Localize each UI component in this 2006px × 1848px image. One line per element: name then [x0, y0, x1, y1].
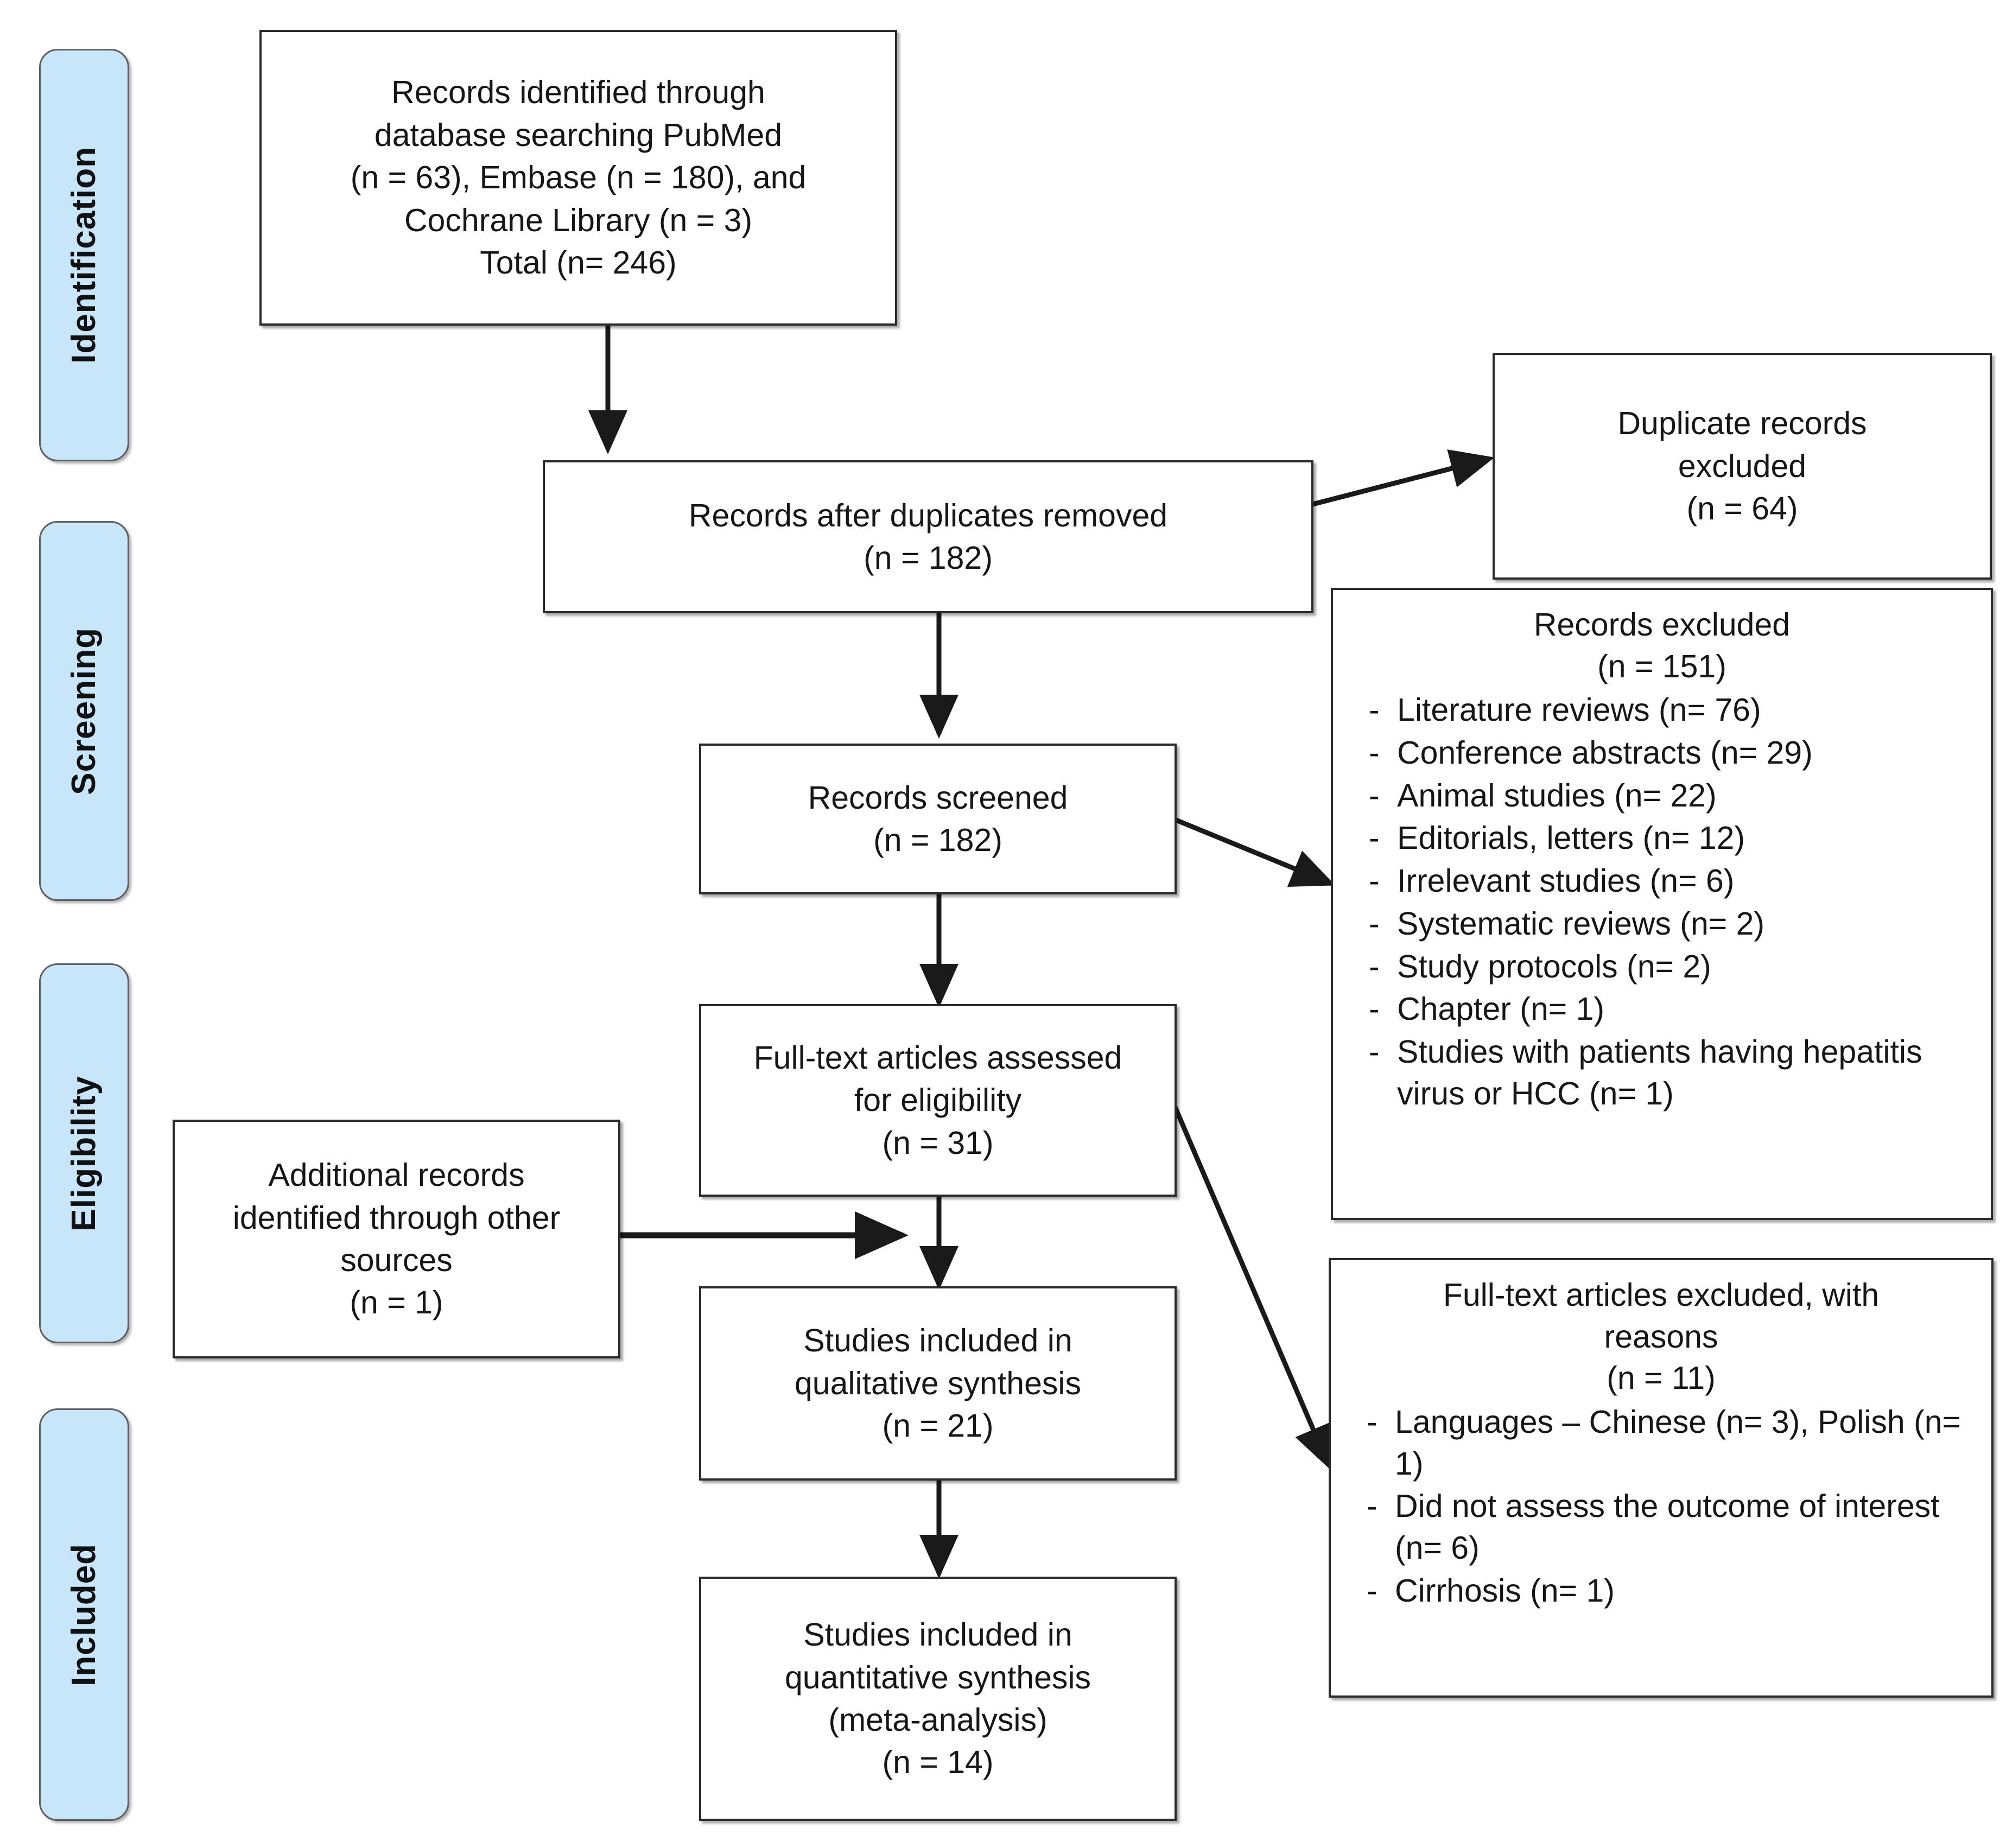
records-excluded-reason-item: - Animal studies (n= 22): [1345, 775, 1979, 817]
records-after-duplicates-line-2: (n = 182): [864, 540, 993, 576]
reason-label: Conference abstracts (n= 29): [1397, 735, 1813, 771]
fulltext-assessed-line-2: for eligibility: [854, 1082, 1022, 1119]
records-excluded-heading-1: Records excluded: [1533, 607, 1791, 643]
records-excluded-reason-item: - Studies with patients having hepatitis…: [1345, 1031, 1979, 1114]
additional-records-line-2: identified through other: [232, 1199, 561, 1236]
fulltext-excluded-heading-1: Full-text articles excluded, with: [1443, 1277, 1880, 1313]
box-records-after-duplicates-removed: Records after duplicates removed (n = 18…: [543, 460, 1313, 613]
list-bullet: -: [1367, 1572, 1377, 1609]
box-full-text-articles-excluded: Full-text articles excluded, with reason…: [1329, 1258, 1994, 1698]
list-bullet: -: [1369, 692, 1380, 728]
stage-pill-included: Included: [39, 1408, 129, 1821]
duplicates-excluded-line-1: Duplicate records: [1617, 405, 1867, 442]
records-identified-line-1: Records identified through: [391, 74, 765, 111]
quantitative-line-3: (meta-analysis): [828, 1702, 1048, 1738]
stage-label-identification: Identification: [65, 147, 103, 364]
fulltext-assessed-line-1: Full-text articles assessed: [753, 1039, 1122, 1076]
records-screened-line-1: Records screened: [808, 779, 1068, 816]
list-bullet: -: [1369, 863, 1380, 899]
reason-label: Systematic reviews (n= 2): [1397, 905, 1765, 942]
connector-dedup-to-duplicates-excluded: [1310, 449, 1495, 507]
additional-records-line-1: Additional records: [268, 1157, 525, 1193]
additional-records-line-3: sources: [340, 1242, 453, 1278]
box-records-screened: Records screened (n = 182): [699, 744, 1177, 894]
duplicates-excluded-line-2: excluded: [1678, 448, 1807, 484]
fulltext-assessed-line-3: (n = 31): [882, 1125, 994, 1161]
fulltext-excluded-heading-2: reasons: [1604, 1318, 1718, 1355]
records-after-duplicates-line-1: Records after duplicates removed: [688, 497, 1168, 534]
reason-label: Studies with patients having hepatitis v…: [1397, 1033, 1922, 1112]
list-bullet: -: [1369, 991, 1380, 1027]
records-excluded-reason-list: - Literature reviews (n= 76) - Conferenc…: [1345, 689, 1979, 1115]
qualitative-line-3: (n = 21): [882, 1408, 994, 1444]
box-records-excluded: Records excluded (n = 151) - Literature …: [1331, 588, 1993, 1220]
records-excluded-reason-item: - Systematic reviews (n= 2): [1345, 903, 1979, 945]
reason-label: Chapter (n= 1): [1397, 991, 1605, 1027]
records-screened-line-2: (n = 182): [873, 822, 1002, 858]
reason-label: Languages – Chinese (n= 3), Polish (n= 1…: [1395, 1404, 1961, 1482]
fulltext-excluded-reason-item: - Cirrhosis (n= 1): [1343, 1570, 1979, 1612]
records-identified-line-2: database searching PubMed: [374, 117, 783, 153]
box-studies-included-qualitative: Studies included in qualitative synthesi…: [699, 1286, 1177, 1481]
reason-label: Animal studies (n= 22): [1397, 777, 1717, 814]
records-excluded-reason-item: - Irrelevant studies (n= 6): [1345, 860, 1979, 902]
fulltext-excluded-reason-item: - Did not assess the outcome of interest…: [1343, 1485, 1979, 1568]
records-excluded-reason-item: - Conference abstracts (n= 29): [1345, 732, 1979, 774]
records-identified-line-4: Cochrane Library (n = 3): [404, 202, 753, 238]
duplicates-excluded-line-3: (n = 64): [1686, 491, 1798, 527]
reason-label: Editorials, letters (n= 12): [1397, 820, 1745, 856]
quantitative-line-2: quantitative synthesis: [784, 1659, 1091, 1695]
records-excluded-reason-item: - Editorials, letters (n= 12): [1345, 817, 1979, 859]
fulltext-excluded-heading-3: (n = 11): [1607, 1360, 1716, 1396]
stage-pill-screening: Screening: [39, 521, 129, 901]
list-bullet: -: [1369, 905, 1380, 942]
reason-label: Cirrhosis (n= 1): [1395, 1572, 1615, 1609]
stage-pill-identification: Identification: [39, 49, 129, 461]
records-excluded-reason-item: - Study protocols (n= 2): [1345, 946, 1979, 988]
box-duplicate-records-excluded: Duplicate records excluded (n = 64): [1493, 353, 1992, 580]
fulltext-excluded-reason-item: - Languages – Chinese (n= 3), Polish (n=…: [1343, 1401, 1979, 1484]
qualitative-line-1: Studies included in: [803, 1323, 1072, 1359]
box-full-text-articles-assessed: Full-text articles assessed for eligibil…: [699, 1004, 1177, 1197]
box-studies-included-quantitative: Studies included in quantitative synthes…: [699, 1577, 1177, 1821]
records-excluded-reason-item: - Chapter (n= 1): [1345, 988, 1979, 1030]
list-bullet: -: [1367, 1404, 1377, 1440]
reason-label: Literature reviews (n= 76): [1397, 692, 1761, 728]
box-additional-records-identified: Additional records identified through ot…: [173, 1120, 620, 1358]
records-identified-line-5: Total (n= 246): [480, 245, 677, 281]
qualitative-line-2: qualitative synthesis: [794, 1365, 1081, 1401]
quantitative-line-1: Studies included in: [803, 1617, 1072, 1653]
records-excluded-reason-item: - Literature reviews (n= 76): [1345, 689, 1979, 731]
list-bullet: -: [1369, 777, 1380, 814]
stage-pill-eligibility: Eligibility: [39, 963, 129, 1343]
list-bullet: -: [1369, 1033, 1380, 1070]
reason-label: Did not assess the outcome of interest (…: [1395, 1488, 1940, 1566]
reason-label: Study protocols (n= 2): [1397, 948, 1711, 985]
reason-label: Irrelevant studies (n= 6): [1397, 863, 1735, 899]
list-bullet: -: [1369, 948, 1380, 985]
additional-records-line-4: (n = 1): [350, 1285, 443, 1321]
stage-label-screening: Screening: [65, 627, 103, 795]
records-excluded-heading-2: (n = 151): [1597, 648, 1726, 684]
stage-label-included: Included: [65, 1543, 103, 1686]
box-records-identified: Records identified through database sear…: [259, 30, 897, 326]
connector-fulltext-to-fulltext-excluded: [1163, 1084, 1331, 1470]
list-bullet: -: [1369, 820, 1380, 856]
list-bullet: -: [1367, 1488, 1377, 1525]
fulltext-excluded-reason-list: - Languages – Chinese (n= 3), Polish (n=…: [1343, 1401, 1979, 1612]
records-identified-line-3: (n = 63), Embase (n = 180), and: [350, 160, 807, 196]
connector-screened-to-records-excluded: [1163, 812, 1336, 887]
list-bullet: -: [1369, 735, 1380, 771]
stage-label-eligibility: Eligibility: [65, 1075, 103, 1231]
quantitative-line-4: (n = 14): [882, 1744, 994, 1781]
